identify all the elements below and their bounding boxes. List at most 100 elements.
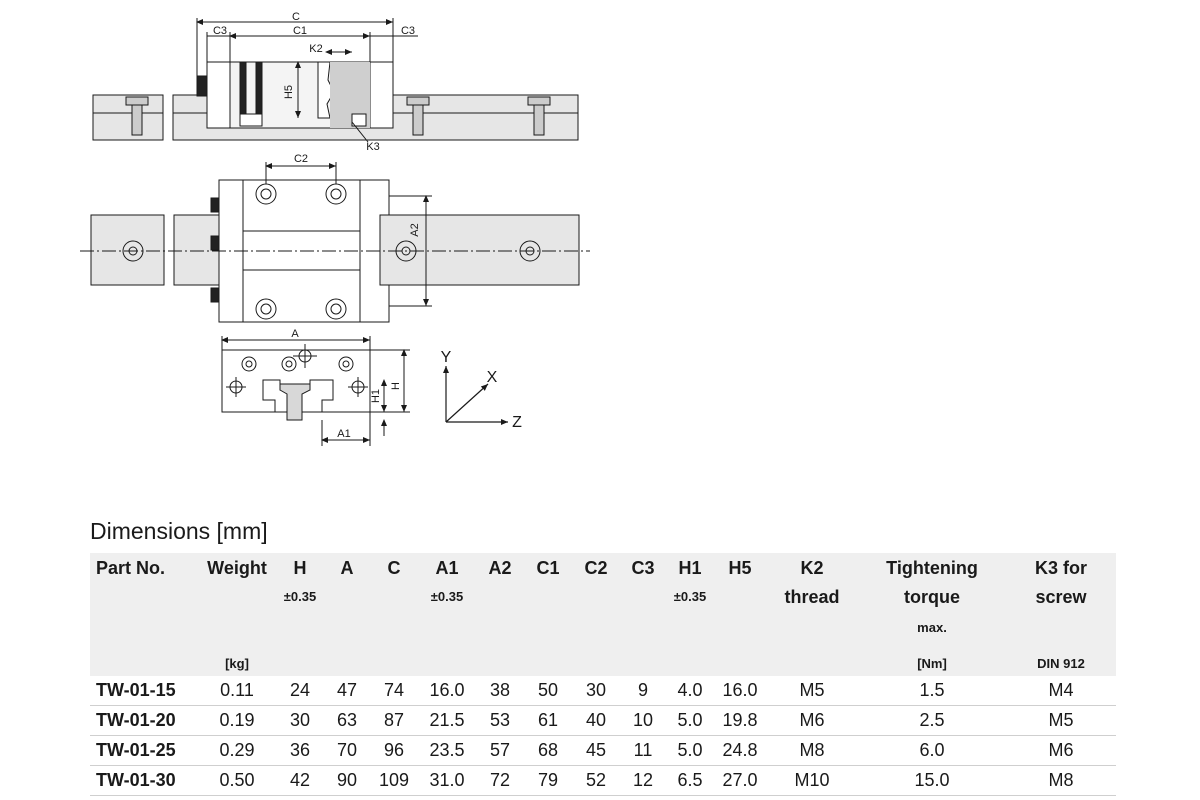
header-cell — [370, 643, 418, 676]
table-cell: M5 — [1006, 705, 1116, 736]
header-cell: Tightening — [858, 553, 1006, 583]
header-cell — [418, 613, 476, 643]
header-cell — [572, 583, 620, 613]
table-cell: 23.5 — [418, 735, 476, 766]
header-cell: torque — [858, 583, 1006, 613]
dim-c1-label: C1 — [293, 25, 307, 37]
part-number-cell: TW-01-30 — [90, 765, 198, 796]
header-cell: C2 — [572, 553, 620, 583]
header-cell: C3 — [620, 553, 666, 583]
table-cell: 40 — [572, 705, 620, 736]
table-cell: 50 — [524, 676, 572, 706]
table-cell: 2.5 — [858, 705, 1006, 736]
top-view — [80, 162, 590, 323]
header-cell — [524, 583, 572, 613]
header-cell: [kg] — [198, 643, 276, 676]
header-cell: H1 — [666, 553, 714, 583]
header-cell — [476, 643, 524, 676]
axis-labels: Y X Z — [441, 349, 522, 431]
table-cell: 45 — [572, 735, 620, 766]
table-cell: 38 — [476, 676, 524, 706]
header-cell: ±0.35 — [276, 583, 324, 613]
table-cell: 24 — [276, 676, 324, 706]
header-cell — [666, 613, 714, 643]
table-cell: 68 — [524, 735, 572, 766]
header-cell — [324, 613, 370, 643]
table-cell: 24.8 — [714, 735, 766, 766]
table-cell: 0.50 — [198, 765, 276, 796]
table-cell: 1.5 — [858, 676, 1006, 706]
dim-c-label: C — [292, 11, 300, 23]
table-cell: 9 — [620, 676, 666, 706]
table-cell: M6 — [766, 705, 858, 736]
header-cell: DIN 912 — [1006, 643, 1116, 676]
table-cell: 70 — [324, 735, 370, 766]
header-cell — [572, 643, 620, 676]
header-cell: C1 — [524, 553, 572, 583]
header-cell — [714, 613, 766, 643]
table-cell: 11 — [620, 735, 666, 766]
dim-h1-label: H1 — [370, 389, 382, 403]
table-cell: 42 — [276, 765, 324, 796]
table-cell: 36 — [276, 735, 324, 766]
table-cell: M6 — [1006, 735, 1116, 766]
part-number-cell: TW-01-25 — [90, 735, 198, 766]
part-number-cell: TW-01-15 — [90, 676, 198, 706]
table-cell: 31.0 — [418, 765, 476, 796]
header-cell: Part No. — [90, 553, 198, 583]
header-cell — [198, 583, 276, 613]
header-cell: A2 — [476, 553, 524, 583]
header-cell: ±0.35 — [666, 583, 714, 613]
table-cell: 90 — [324, 765, 370, 796]
table-cell: M8 — [766, 735, 858, 766]
header-cell: K2 — [766, 553, 858, 583]
header-cell — [1006, 613, 1116, 643]
header-cell — [766, 613, 858, 643]
technical-drawing: C C1 C3 C3 K2 H5 K3 C2 A2 — [80, 11, 590, 446]
table-cell: M4 — [1006, 676, 1116, 706]
dim-k3-label: K3 — [366, 141, 379, 153]
part-number-cell: TW-01-20 — [90, 705, 198, 736]
dim-c3-right-label: C3 — [401, 25, 415, 37]
table-cell: 53 — [476, 705, 524, 736]
table-cell: 72 — [476, 765, 524, 796]
header-cell: A — [324, 553, 370, 583]
header-cell: thread — [766, 583, 858, 613]
header-cell: H — [276, 553, 324, 583]
header-cell: H5 — [714, 553, 766, 583]
header-cell — [90, 583, 198, 613]
header-cell — [90, 613, 198, 643]
header-cell — [276, 613, 324, 643]
header-cell: ±0.35 — [418, 583, 476, 613]
table-cell: 30 — [572, 676, 620, 706]
header-cell — [418, 643, 476, 676]
table-cell: 0.19 — [198, 705, 276, 736]
header-cell — [324, 643, 370, 676]
dim-a1-label: A1 — [337, 428, 350, 440]
header-cell: C — [370, 553, 418, 583]
table-cell: 16.0 — [418, 676, 476, 706]
axis-triad — [443, 366, 508, 425]
top-view-labels: C2 A2 — [294, 153, 421, 237]
dim-h5-label: H5 — [283, 85, 295, 99]
header-cell — [714, 643, 766, 676]
side-view — [92, 18, 579, 143]
axis-x-label: X — [487, 369, 498, 386]
table-title: Dimensions [mm] — [90, 518, 268, 544]
table-cell: 5.0 — [666, 735, 714, 766]
table-cell: 16.0 — [714, 676, 766, 706]
table-cell: 4.0 — [666, 676, 714, 706]
table-cell: 96 — [370, 735, 418, 766]
table-cell: 27.0 — [714, 765, 766, 796]
table-cell: 52 — [572, 765, 620, 796]
header-row-4: [kg][Nm]DIN 912 — [90, 643, 1116, 676]
table-cell: 5.0 — [666, 705, 714, 736]
header-row-3: max. — [90, 613, 1116, 643]
